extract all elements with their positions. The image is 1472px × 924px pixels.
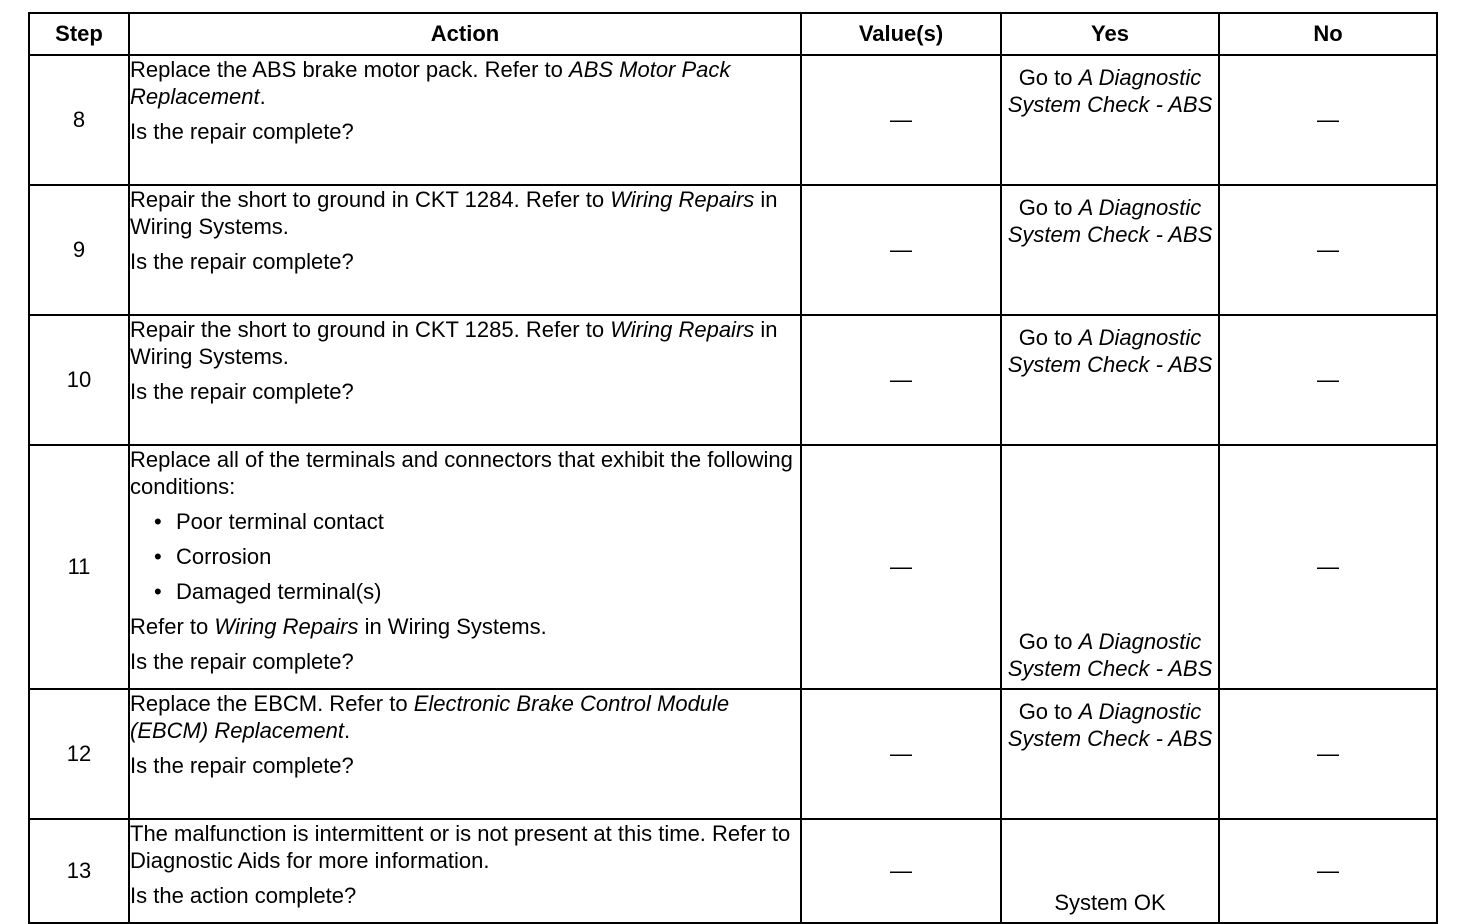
yes-reference: A Diagnostic System Check - ABS xyxy=(1007,325,1213,377)
action-text: Repair the short to ground in CKT 1285. … xyxy=(130,317,778,369)
reference-link: Wiring Repairs xyxy=(610,317,755,342)
yes-cell: Go to A Diagnostic System Check - ABS xyxy=(1000,54,1220,186)
header-step: Step xyxy=(28,12,130,56)
value-cell: — xyxy=(800,314,1002,446)
action-cell: Replace all of the terminals and connect… xyxy=(128,444,802,690)
reference-link: Wiring Repairs xyxy=(214,614,359,639)
yes-cell: Go to A Diagnostic System Check - ABS xyxy=(1000,184,1220,316)
step-number: 11 xyxy=(28,444,130,690)
action-question: Is the action complete? xyxy=(130,883,357,908)
diagnostic-table-container: Step Action Value(s) Yes No 8 Replace th… xyxy=(28,12,1438,924)
value-cell: — xyxy=(800,444,1002,690)
table-row: 11 Replace all of the terminals and conn… xyxy=(28,444,1438,690)
condition-list: Poor terminal contact Corrosion Damaged … xyxy=(130,508,800,605)
yes-reference: A Diagnostic System Check - ABS xyxy=(1007,195,1213,247)
action-text: Replace all of the terminals and connect… xyxy=(130,447,793,499)
no-cell: — xyxy=(1218,184,1438,316)
list-item: Corrosion xyxy=(154,543,800,570)
action-cell: Replace the EBCM. Refer to Electronic Br… xyxy=(128,688,802,820)
list-item: Poor terminal contact xyxy=(154,508,800,535)
table-row: 9 Repair the short to ground in CKT 1284… xyxy=(28,184,1438,316)
step-number: 8 xyxy=(28,54,130,186)
action-question: Is the repair complete? xyxy=(130,249,354,274)
step-number: 9 xyxy=(28,184,130,316)
action-question: Is the repair complete? xyxy=(130,119,354,144)
action-cell: The malfunction is intermittent or is no… xyxy=(128,818,802,924)
action-question: Is the repair complete? xyxy=(130,649,354,674)
table-row: 8 Replace the ABS brake motor pack. Refe… xyxy=(28,54,1438,186)
value-cell: — xyxy=(800,818,1002,924)
table-row: 13 The malfunction is intermittent or is… xyxy=(28,818,1438,924)
table-header-row: Step Action Value(s) Yes No xyxy=(28,12,1438,56)
action-text: The malfunction is intermittent or is no… xyxy=(130,821,791,873)
action-text: Repair the short to ground in CKT 1284. … xyxy=(130,187,778,239)
action-question: Is the repair complete? xyxy=(130,753,354,778)
value-cell: — xyxy=(800,184,1002,316)
no-cell: — xyxy=(1218,54,1438,186)
yes-reference: A Diagnostic System Check - ABS xyxy=(1007,65,1213,117)
reference-link: Electronic Brake Control Module (EBCM) R… xyxy=(130,691,730,743)
yes-reference: A Diagnostic System Check - ABS xyxy=(1007,629,1213,681)
reference-link: Wiring Repairs xyxy=(610,187,755,212)
action-text: Replace the ABS brake motor pack. Refer … xyxy=(130,57,731,109)
table-row: 10 Repair the short to ground in CKT 128… xyxy=(28,314,1438,446)
action-text: Replace the EBCM. Refer to Electronic Br… xyxy=(130,691,730,743)
no-cell: — xyxy=(1218,688,1438,820)
no-cell: — xyxy=(1218,314,1438,446)
list-item: Damaged terminal(s) xyxy=(154,578,800,605)
yes-cell: Go to A Diagnostic System Check - ABS xyxy=(1000,444,1220,690)
action-cell: Repair the short to ground in CKT 1284. … xyxy=(128,184,802,316)
reference-link: ABS Motor Pack Replacement xyxy=(130,57,731,109)
step-number: 13 xyxy=(28,818,130,924)
table-row: 12 Replace the EBCM. Refer to Electronic… xyxy=(28,688,1438,820)
value-cell: — xyxy=(800,688,1002,820)
header-no: No xyxy=(1218,12,1438,56)
action-question: Is the repair complete? xyxy=(130,379,354,404)
yes-cell: Go to A Diagnostic System Check - ABS xyxy=(1000,314,1220,446)
action-cell: Replace the ABS brake motor pack. Refer … xyxy=(128,54,802,186)
yes-cell: Go to A Diagnostic System Check - ABS xyxy=(1000,688,1220,820)
yes-cell: System OK xyxy=(1000,818,1220,924)
step-number: 12 xyxy=(28,688,130,820)
no-cell: — xyxy=(1218,444,1438,690)
step-number: 10 xyxy=(28,314,130,446)
action-cell: Repair the short to ground in CKT 1285. … xyxy=(128,314,802,446)
no-cell: — xyxy=(1218,818,1438,924)
value-cell: — xyxy=(800,54,1002,186)
action-refer: Refer to Wiring Repairs in Wiring System… xyxy=(130,614,547,639)
diagnostic-table: Step Action Value(s) Yes No 8 Replace th… xyxy=(28,12,1438,924)
yes-reference: A Diagnostic System Check - ABS xyxy=(1007,699,1213,751)
header-action: Action xyxy=(128,12,802,56)
header-values: Value(s) xyxy=(800,12,1002,56)
header-yes: Yes xyxy=(1000,12,1220,56)
